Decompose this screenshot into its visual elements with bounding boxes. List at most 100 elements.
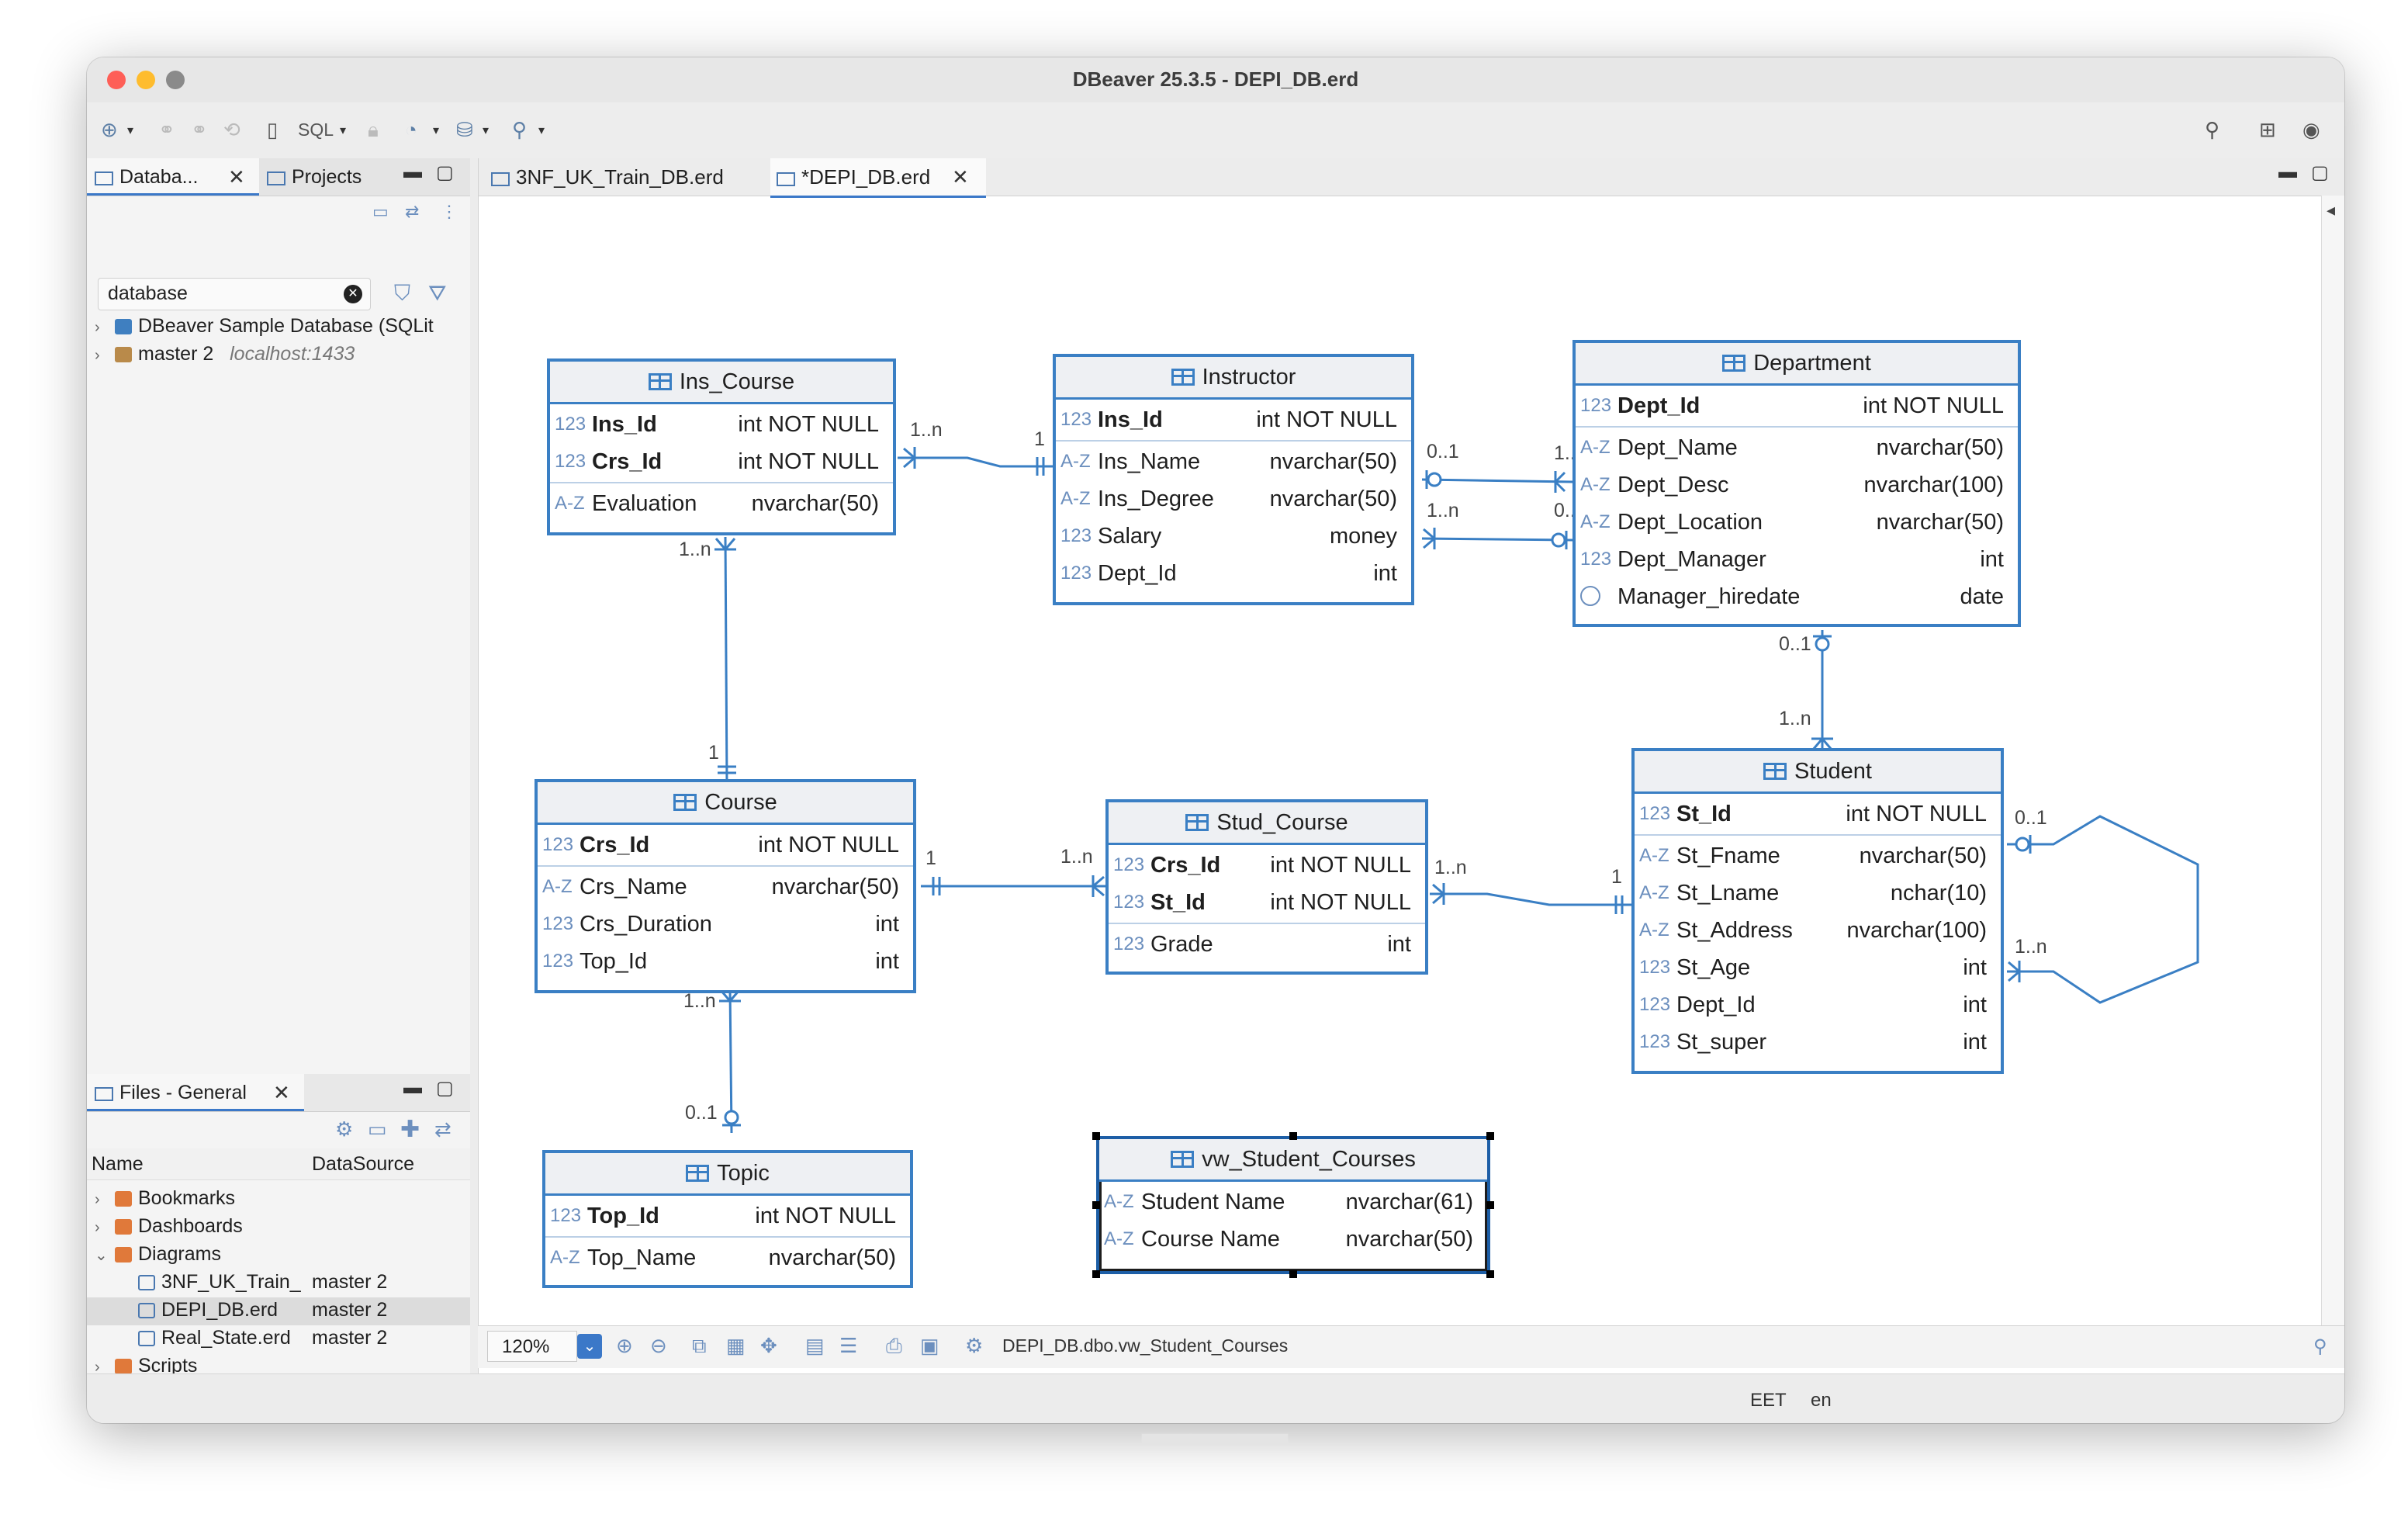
- tree-item-dashboards[interactable]: ›Dashboards: [95, 1215, 243, 1238]
- zoom-level[interactable]: 120%: [487, 1331, 577, 1362]
- relation-studcourse-student[interactable]: [1430, 892, 1631, 906]
- move-icon[interactable]: ✥: [760, 1334, 777, 1357]
- selection-handle[interactable]: [1486, 1201, 1494, 1209]
- dashboard-icon[interactable]: ◔: [405, 118, 417, 141]
- locale-indicator[interactable]: en: [1811, 1390, 1832, 1411]
- chevron-down-icon[interactable]: ⌄: [95, 1247, 108, 1264]
- relation-course-topic[interactable]: [728, 988, 733, 1134]
- add-folder-icon[interactable]: ✚: [400, 1117, 420, 1142]
- zoom-dropdown-icon[interactable]: ⌄: [577, 1334, 602, 1359]
- attributes-icon[interactable]: ☰: [839, 1334, 858, 1357]
- relation-instructor-department-1[interactable]: [1421, 478, 1573, 483]
- zoom-window-button[interactable]: [166, 71, 185, 89]
- tab-files-general[interactable]: Files - General ✕: [87, 1074, 304, 1111]
- tab-depi-erd[interactable]: *DEPI_DB.erd ✕: [770, 158, 986, 198]
- grid-icon[interactable]: ▦: [726, 1334, 746, 1357]
- selection-handle[interactable]: [1486, 1132, 1494, 1140]
- column-name[interactable]: Name: [92, 1153, 144, 1175]
- tree-item-sample-database[interactable]: ›DBeaver Sample Database (SQLit: [95, 315, 434, 338]
- diagram-canvas[interactable]: 1..n 1 0..1 1..n 1..n 0..1 1..n 1 0..1 1…: [479, 196, 2322, 1344]
- relation-student-self[interactable]: [2007, 815, 2199, 1004]
- link-editor-icon[interactable]: ⇄: [405, 202, 420, 221]
- tree-item-bookmarks[interactable]: ›Bookmarks: [95, 1187, 235, 1210]
- navigator-filter[interactable]: ✕: [98, 278, 371, 310]
- chevron-right-icon[interactable]: ›: [95, 319, 100, 336]
- column-datasource[interactable]: DataSource: [312, 1153, 415, 1175]
- selection-handle[interactable]: [1092, 1132, 1100, 1140]
- vertical-scrollbar[interactable]: ◂: [2321, 196, 2344, 1344]
- chevron-right-icon[interactable]: ›: [95, 1219, 100, 1236]
- connect-icon[interactable]: ⚭: [158, 118, 175, 141]
- filter-connected-icon[interactable]: ⛉: [394, 281, 411, 305]
- layout-icon[interactable]: ⧉: [692, 1334, 707, 1357]
- timezone-indicator[interactable]: EET: [1750, 1390, 1787, 1411]
- dbeaver-perspective-icon[interactable]: ◉: [2302, 118, 2320, 141]
- selection-handle[interactable]: [1289, 1270, 1297, 1278]
- chevron-right-icon[interactable]: ›: [95, 347, 100, 364]
- minimize-editor-icon[interactable]: ▬: [2278, 161, 2297, 182]
- tab-3nf-erd[interactable]: 3NF_UK_Train_DB.erd: [485, 158, 770, 196]
- disconnect-icon[interactable]: ⚭: [191, 118, 208, 141]
- chevron-right-icon[interactable]: ›: [95, 1191, 100, 1208]
- chevron-down-icon[interactable]: ▾: [538, 124, 545, 137]
- chevron-right-icon[interactable]: ›: [95, 1359, 100, 1376]
- zoom-in-icon[interactable]: ⊕: [616, 1334, 633, 1357]
- filter-input[interactable]: [106, 282, 334, 306]
- chevron-down-icon[interactable]: ▾: [433, 124, 440, 137]
- view-menu-icon[interactable]: ⋮: [441, 202, 458, 221]
- sql-button[interactable]: SQL: [298, 119, 334, 140]
- collapse-icon[interactable]: ▭: [368, 1117, 387, 1141]
- print-icon[interactable]: ⎙: [886, 1334, 902, 1357]
- selection-handle[interactable]: [1289, 1132, 1297, 1140]
- selection-handle[interactable]: [1486, 1270, 1494, 1278]
- collapse-all-icon[interactable]: ▭: [372, 202, 389, 221]
- collapse-palette-icon[interactable]: ◂: [2327, 200, 2336, 220]
- zoom-out-icon[interactable]: ⊖: [650, 1334, 667, 1357]
- close-icon[interactable]: ✕: [952, 165, 969, 189]
- relation-instructor-department-2[interactable]: [1421, 537, 1573, 542]
- sql-editor-icon[interactable]: ▯: [267, 118, 279, 141]
- tree-item-master-2[interactable]: ›master 2 localhost:1433: [95, 343, 355, 365]
- link-icon[interactable]: ⇄: [434, 1117, 452, 1141]
- tab-projects[interactable]: Projects: [267, 158, 391, 196]
- global-search-icon[interactable]: ⚲: [2205, 118, 2220, 141]
- tree-item-diagrams[interactable]: ⌄Diagrams: [95, 1243, 221, 1266]
- filter-options-icon[interactable]: ⛛: [428, 281, 447, 305]
- transaction-lock-icon[interactable]: 🔒︎: [368, 118, 379, 141]
- selection-handle[interactable]: [1092, 1201, 1100, 1209]
- settings-icon[interactable]: ⚙: [335, 1117, 354, 1141]
- maximize-panel-icon[interactable]: ▢: [436, 1078, 454, 1099]
